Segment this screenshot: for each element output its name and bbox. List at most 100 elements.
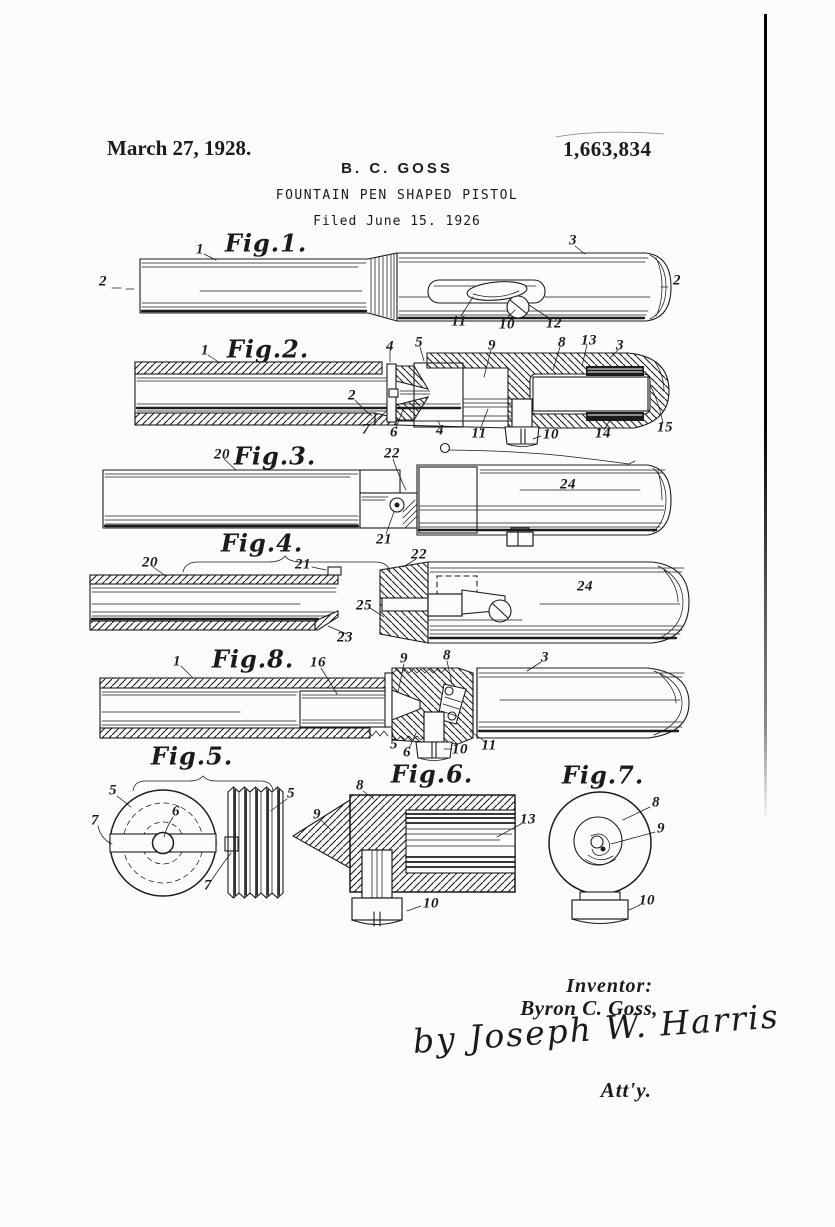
- fig5-brace: [132, 775, 274, 792]
- fig2-barrel-bottom-wall: [134, 412, 376, 426]
- inventor-label: Inventor:: [566, 975, 653, 997]
- fig4-art: [89, 555, 690, 644]
- inventor-signature: Byron C. Goss,: [520, 996, 658, 1020]
- ref-label-fig1-11: 11: [451, 313, 467, 330]
- ref-label-fig2-4: 4: [436, 422, 444, 439]
- ref-label-fig2-10: 10: [543, 426, 559, 443]
- ref-label-fig3-20: 20: [214, 446, 230, 463]
- fig4-stud: [327, 566, 342, 576]
- ref-label-fig2-8: 8: [558, 334, 566, 351]
- ref-label-fig4-20: 20: [142, 554, 158, 571]
- patent-number: 1,663,834: [563, 137, 652, 161]
- applicant-name: B. C. GOSS: [341, 160, 453, 177]
- fig8-barrel-top-wall: [99, 677, 389, 689]
- ref-label-fig2-5: 5: [415, 334, 423, 351]
- ref-label-fig2-2: 2: [348, 387, 356, 404]
- fig3-barrel: [102, 469, 361, 529]
- ref-label-fig7-10: 10: [639, 892, 655, 909]
- fig4-brace: [182, 555, 391, 573]
- fig3-pellet: [439, 442, 451, 454]
- ref-label-fig5-7: 7: [91, 812, 99, 829]
- ref-label-fig1-1: 1: [196, 241, 204, 258]
- ref-label-fig1-3: 3: [569, 232, 577, 249]
- fig4-barrel-top-wall: [89, 574, 339, 585]
- ref-label-fig3-21: 21: [376, 531, 392, 548]
- ref-label-fig6-10: 10: [423, 895, 439, 912]
- fig3-leader-lines: [223, 458, 407, 535]
- fig2-art: [134, 344, 670, 447]
- ref-label-fig2-3: 3: [616, 337, 624, 354]
- invention-title: FOUNTAIN PEN SHAPED PISTOL: [275, 188, 519, 203]
- fig7-screw-knurl: [571, 899, 629, 920]
- fig3-joint-ledge: [359, 492, 418, 529]
- fig2-screw-shank: [511, 398, 533, 428]
- fig3-trajectory-curve: [448, 449, 636, 465]
- ref-label-fig8-10: 10: [452, 741, 468, 758]
- ref-label-fig2-6: 6: [390, 424, 398, 441]
- fig2-barrel-top-wall: [134, 361, 383, 375]
- figure-title-fig6: Fig.6.: [390, 759, 474, 789]
- ref-label-fig8-9: 9: [400, 650, 408, 667]
- ref-label-fig2-9: 9: [488, 337, 496, 354]
- fig7-screw-flange: [579, 891, 621, 901]
- fig2-spring: [532, 376, 649, 412]
- fig7-art: [548, 791, 656, 925]
- ref-label-fig6-9: 9: [313, 806, 321, 823]
- fig4-leader-lines: [152, 558, 417, 635]
- ref-label-fig1-2: 2: [99, 273, 107, 290]
- fig6-screw-head: [351, 897, 403, 921]
- scan-squiggle: [555, 131, 665, 138]
- ref-label-fig7-8: 8: [652, 794, 660, 811]
- ref-label-fig8-1: 1: [173, 653, 181, 670]
- fig8-art: [99, 660, 690, 761]
- ref-label-fig5-5: 5: [109, 782, 117, 799]
- fig1-taper: [367, 252, 398, 322]
- fig8-screw-shank: [423, 711, 445, 743]
- ref-label-fig4-22: 22: [411, 546, 427, 563]
- ref-label-fig3-22: 22: [384, 445, 400, 462]
- ref-label-fig2-1: 1: [201, 342, 209, 359]
- fig3-ball-seat: [389, 497, 405, 513]
- ref-label-fig3-24: 24: [560, 476, 576, 493]
- figure-title-fig8: Fig.8.: [211, 644, 295, 674]
- ref-label-fig2-14: 14: [595, 425, 611, 442]
- fig4-cap-body: [427, 561, 690, 644]
- ref-label-fig5-7: 7: [204, 877, 212, 894]
- filed-date-line: Filed June 15. 1926: [313, 214, 481, 229]
- fig2-cone-lower: [395, 396, 430, 421]
- fig8-inner-sleeve: [299, 690, 389, 728]
- fig3-joint-neck: [359, 469, 401, 494]
- fig3-art: [102, 442, 672, 547]
- fig8-cap-body: [476, 667, 690, 739]
- ref-label-fig2-15: 15: [657, 419, 673, 436]
- ref-label-fig2-7: 7: [362, 421, 370, 438]
- ref-label-fig7-9: 9: [657, 820, 665, 837]
- fig6-lined-panel: [405, 809, 516, 874]
- fig1-barrel: [139, 258, 369, 314]
- patent-date: March 27, 1928.: [107, 136, 252, 160]
- fig2-spring-chamber: [529, 373, 651, 415]
- ref-label-fig8-5: 5: [390, 736, 398, 753]
- ref-label-fig6-13: 13: [520, 811, 536, 828]
- figure-title-fig3: Fig.3.: [233, 441, 317, 471]
- fig6-art: [291, 790, 522, 927]
- fig6-wedge: [291, 799, 351, 869]
- fig5-hub: [151, 831, 175, 855]
- fig2-leader-lines: [207, 344, 664, 440]
- fig1-cap-section: [396, 252, 672, 322]
- fig3-cap: [416, 464, 672, 536]
- ref-label-fig8-3: 3: [541, 649, 549, 666]
- ref-label-fig8-11: 11: [481, 737, 497, 754]
- figure-title-fig5: Fig.5.: [150, 741, 234, 771]
- ref-label-fig1-2: 2: [673, 272, 681, 289]
- fig5-leader-lines: [97, 795, 288, 882]
- fig2-cone-upper: [395, 365, 430, 390]
- ref-label-fig5-6: 6: [172, 803, 180, 820]
- figure-title-fig1: Fig.1.: [224, 228, 308, 258]
- ref-label-fig8-8: 8: [443, 647, 451, 664]
- ref-label-fig1-10: 10: [499, 316, 515, 333]
- fig1-leader-lines: [111, 245, 669, 320]
- ref-label-fig4-21: 21: [295, 556, 311, 573]
